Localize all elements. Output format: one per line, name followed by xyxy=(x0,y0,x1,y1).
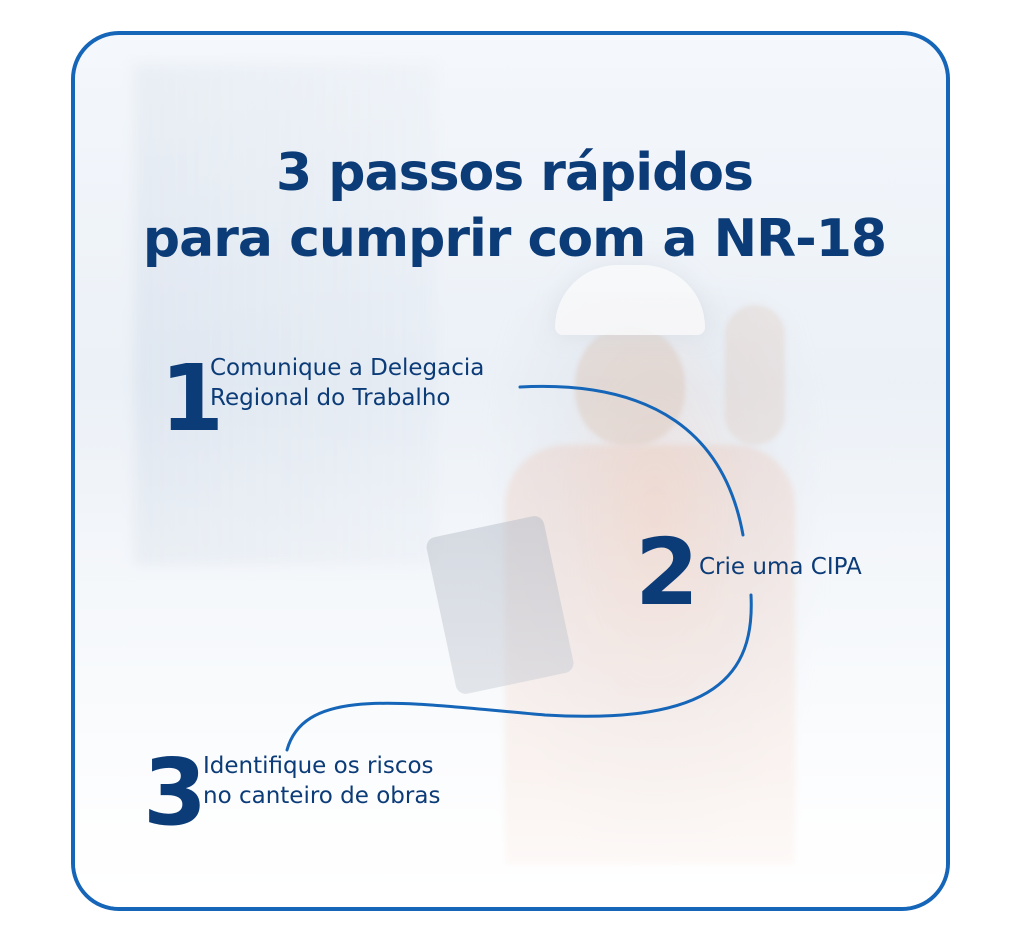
infographic-card: 3 passos rápidos para cumprir com a NR-1… xyxy=(71,31,950,911)
step-1-text: Comunique a Delegacia Regional do Trabal… xyxy=(210,353,484,413)
step-1-line-1: Comunique a Delegacia xyxy=(210,355,485,381)
step-1-number: 1 xyxy=(160,345,225,452)
title-line-1: 3 passos rápidos xyxy=(276,143,754,203)
connector-path xyxy=(285,384,753,752)
step-3-line-2: no canteiro de obras xyxy=(203,783,441,809)
title-line-2: para cumprir com a NR-18 xyxy=(142,209,887,269)
step-2-number: 2 xyxy=(635,519,700,626)
step-3-number: 3 xyxy=(143,739,208,846)
page-title: 3 passos rápidos para cumprir com a NR-1… xyxy=(75,140,946,272)
step-3-line-1: Identifique os riscos xyxy=(203,753,434,779)
step-3-text: Identifique os riscos no canteiro de obr… xyxy=(203,751,440,811)
step-1-line-2: Regional do Trabalho xyxy=(210,385,451,411)
step-2-line-1: Crie uma CIPA xyxy=(699,554,862,580)
step-2-text: Crie uma CIPA xyxy=(699,552,862,582)
